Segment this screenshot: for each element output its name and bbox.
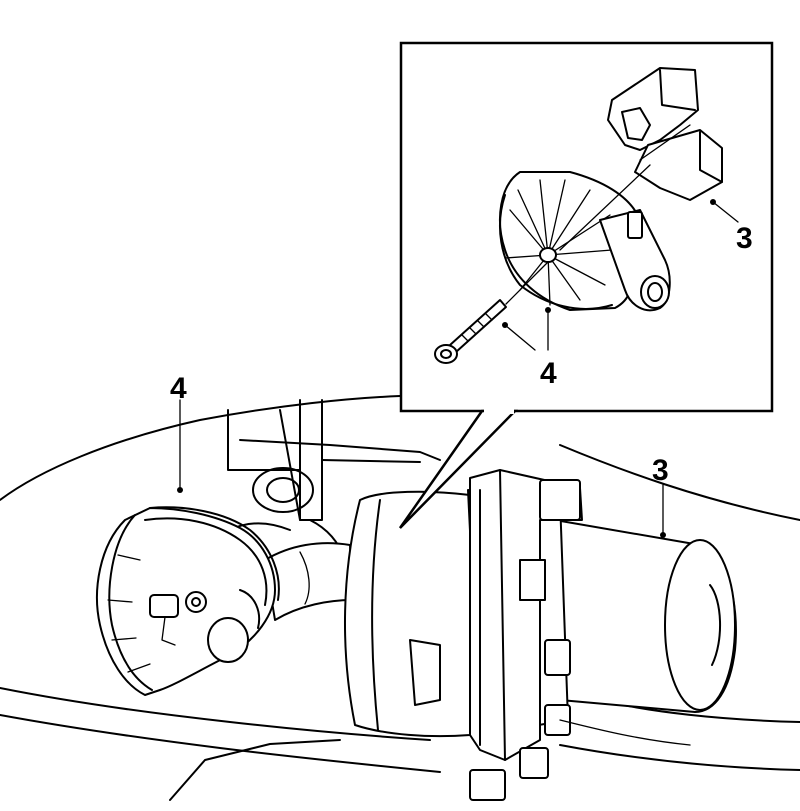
main-leaders xyxy=(177,399,666,538)
inset-callout-4: 4 xyxy=(540,357,557,390)
inset-screw xyxy=(434,164,651,364)
secondary-air-pump xyxy=(343,469,737,801)
inset-leaders xyxy=(502,199,739,351)
main-callout-4: 4 xyxy=(170,372,187,405)
inset-callout-3: 3 xyxy=(736,222,753,255)
detail-inset: 4 3 xyxy=(398,41,774,529)
air-filter-housing xyxy=(96,506,280,696)
inset-pump-bracket xyxy=(607,67,723,201)
main-callout-3: 3 xyxy=(652,454,669,487)
mounting-bracket xyxy=(227,399,441,561)
